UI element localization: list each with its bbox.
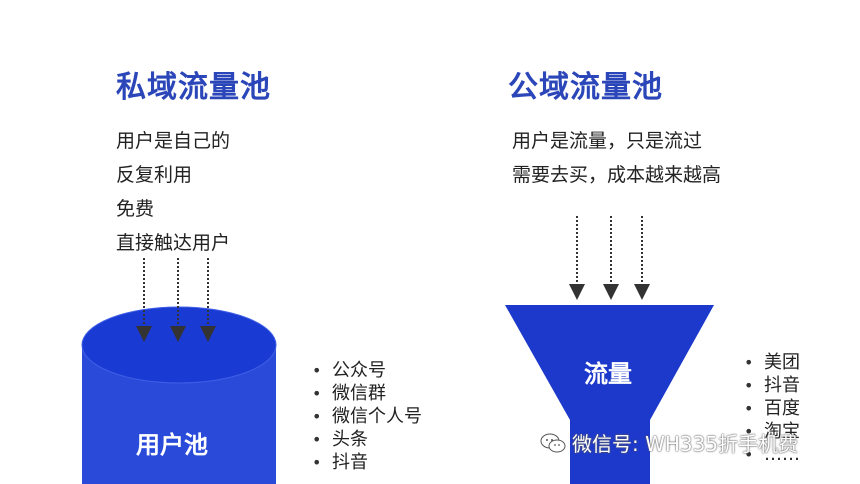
list-item: •微信群	[312, 383, 386, 404]
public-desc-line-2: 需要去买，成本越来越高	[512, 164, 722, 186]
list-item: •美团	[744, 352, 800, 373]
list-item: •百度	[744, 398, 800, 419]
private-desc-line-3: 免费	[116, 198, 155, 220]
user-pool-cylinder	[81, 306, 277, 484]
watermark-text: 微信号: WH335折手机费	[572, 432, 799, 456]
list-item: •……	[744, 444, 800, 465]
traffic-funnel	[505, 305, 714, 484]
public-pool-title: 公域流量池	[508, 70, 663, 105]
private-pool-title: 私域流量池	[116, 70, 271, 105]
list-item: •抖音	[744, 375, 800, 396]
wechat-watermark: 微信号: WH335折手机费	[540, 428, 798, 457]
wechat-icon	[540, 433, 566, 452]
list-item: •抖音	[312, 452, 368, 473]
private-channels-list: •公众号 •微信群 •微信个人号 •头条 •抖音	[312, 359, 422, 474]
public-channels-list: •美团 •抖音 •百度 •淘宝 •……	[744, 351, 800, 466]
list-item: •淘宝	[744, 421, 800, 442]
list-item: •微信个人号	[312, 406, 422, 427]
private-desc-line-4: 直接触达用户	[116, 232, 231, 254]
list-item: •公众号	[312, 360, 386, 381]
user-pool-label: 用户池	[136, 431, 208, 459]
private-desc-line-1: 用户是自己的	[116, 130, 231, 152]
traffic-label: 流量	[584, 360, 632, 388]
list-item: •头条	[312, 429, 368, 450]
private-desc-line-2: 反复利用	[116, 164, 193, 186]
public-desc-line-1: 用户是流量，只是流过	[512, 130, 703, 152]
